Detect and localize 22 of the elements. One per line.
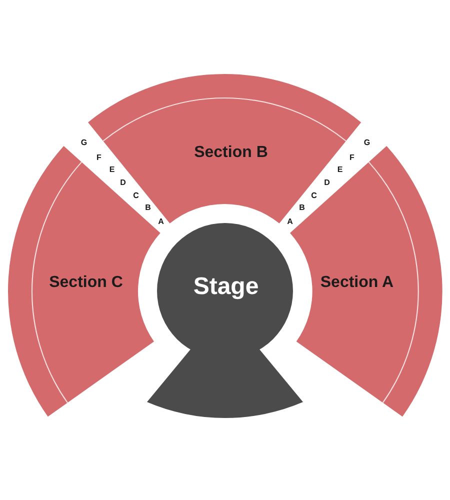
row-letter: A bbox=[158, 218, 164, 226]
section-label: Section A bbox=[320, 274, 394, 291]
seating-section bbox=[290, 146, 442, 416]
row-letter: C bbox=[311, 192, 317, 200]
row-letter: D bbox=[324, 179, 330, 187]
seating-section bbox=[8, 146, 160, 416]
section-label: Section B bbox=[194, 145, 268, 161]
row-letter: B bbox=[145, 204, 151, 212]
row-letter: F bbox=[96, 154, 102, 162]
row-letter: E bbox=[337, 166, 343, 174]
row-letter: B bbox=[299, 204, 305, 212]
row-letter: G bbox=[80, 139, 88, 147]
section-label: Section C bbox=[49, 274, 123, 291]
stage-area bbox=[147, 223, 303, 418]
stage-label: Stage bbox=[193, 275, 259, 299]
seating-section bbox=[88, 74, 362, 224]
row-letter: C bbox=[133, 192, 139, 200]
row-letter: G bbox=[364, 139, 370, 147]
row-letter: A bbox=[287, 218, 293, 226]
row-letter: F bbox=[350, 154, 354, 162]
row-letter: E bbox=[109, 166, 115, 174]
row-letter: D bbox=[120, 179, 126, 187]
